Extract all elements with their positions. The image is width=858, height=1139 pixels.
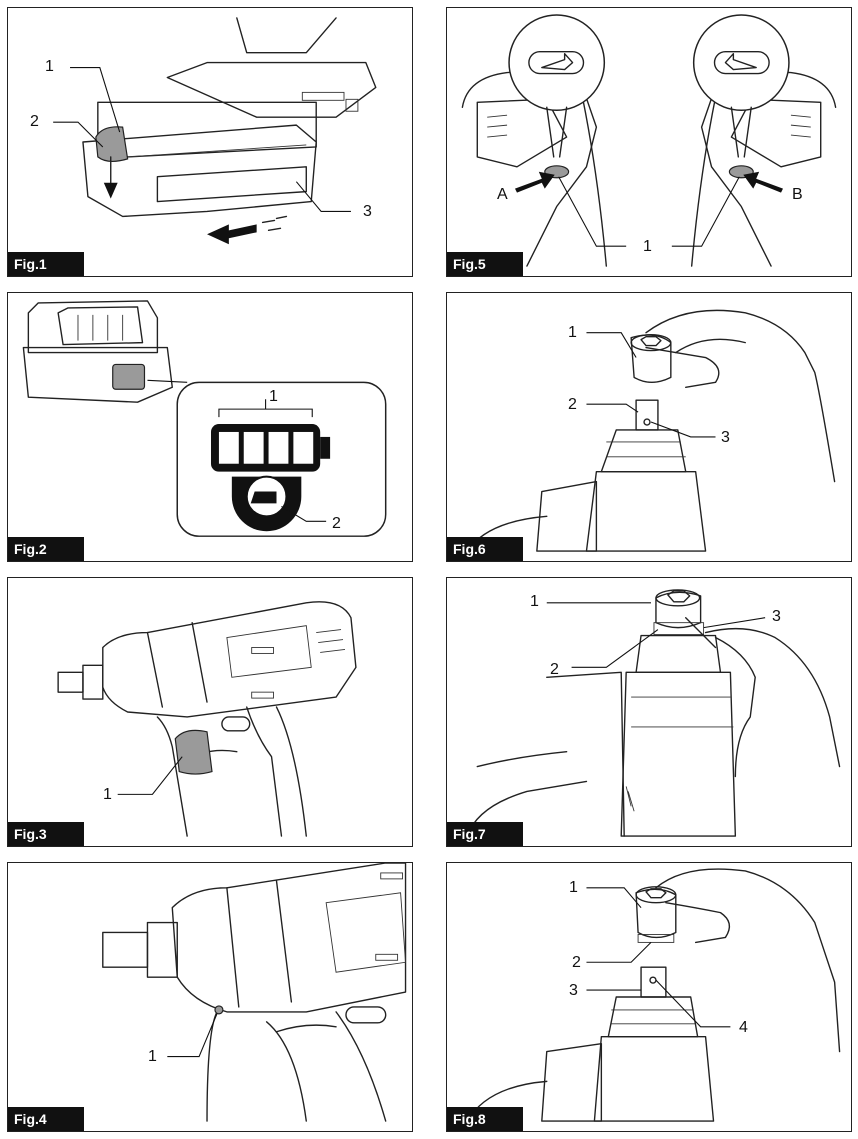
led-light-illustration <box>102 863 407 1122</box>
callout-3: 3 <box>721 429 730 446</box>
callout-2: 2 <box>572 954 581 971</box>
callout-1: 1 <box>568 324 577 341</box>
callout-1: 1 <box>530 593 539 610</box>
callout-1: 1 <box>643 238 652 255</box>
socket-installation-illustration <box>466 309 836 552</box>
figure-7-panel: 1 3 2 Fig.7 <box>446 577 852 847</box>
switch-trigger-illustration <box>57 601 357 837</box>
figure-label: Fig.5 <box>447 252 523 276</box>
callout-1: 1 <box>45 58 54 75</box>
callout-1: 1 <box>148 1048 157 1065</box>
callout-4: 4 <box>739 1019 748 1036</box>
figure-4-panel: 1 Fig.4 <box>7 862 413 1132</box>
figure-5-panel: A B 1 Fig.5 <box>446 7 852 277</box>
callout-1: 1 <box>269 388 278 405</box>
figure-label: Fig.2 <box>8 537 84 561</box>
battery-removal-illustration <box>53 17 377 245</box>
callout-2: 2 <box>550 661 559 678</box>
callout-3: 3 <box>363 203 372 220</box>
figure-label: Fig.6 <box>447 537 523 561</box>
callout-b: B <box>792 186 803 203</box>
callout-a: A <box>497 186 508 203</box>
figure-6-panel: 1 2 3 Fig.6 <box>446 292 852 562</box>
callout-2: 2 <box>332 515 341 532</box>
socket-with-pin-installation-illustration <box>466 868 841 1122</box>
figure-label: Fig.1 <box>8 252 84 276</box>
callout-3: 3 <box>569 982 578 999</box>
callout-3: 3 <box>772 608 781 625</box>
socket-ring-installation-illustration <box>466 589 841 837</box>
figure-label: Fig.3 <box>8 822 84 846</box>
callout-1: 1 <box>103 786 112 803</box>
figure-1-panel: 1 2 3 Fig.1 <box>7 7 413 277</box>
callout-2: 2 <box>30 113 39 130</box>
battery-capacity-indicator-illustration <box>22 300 387 537</box>
callout-1: 1 <box>569 879 578 896</box>
reversing-switch-illustration <box>461 14 837 267</box>
figure-label: Fig.7 <box>447 822 523 846</box>
callout-2: 2 <box>568 396 577 413</box>
figure-8-panel: 1 2 3 4 Fig.8 <box>446 862 852 1132</box>
figure-2-panel: 1 2 Fig.2 <box>7 292 413 562</box>
figure-3-panel: 1 Fig.3 <box>7 577 413 847</box>
figure-label: Fig.4 <box>8 1107 84 1131</box>
figure-label: Fig.8 <box>447 1107 523 1131</box>
